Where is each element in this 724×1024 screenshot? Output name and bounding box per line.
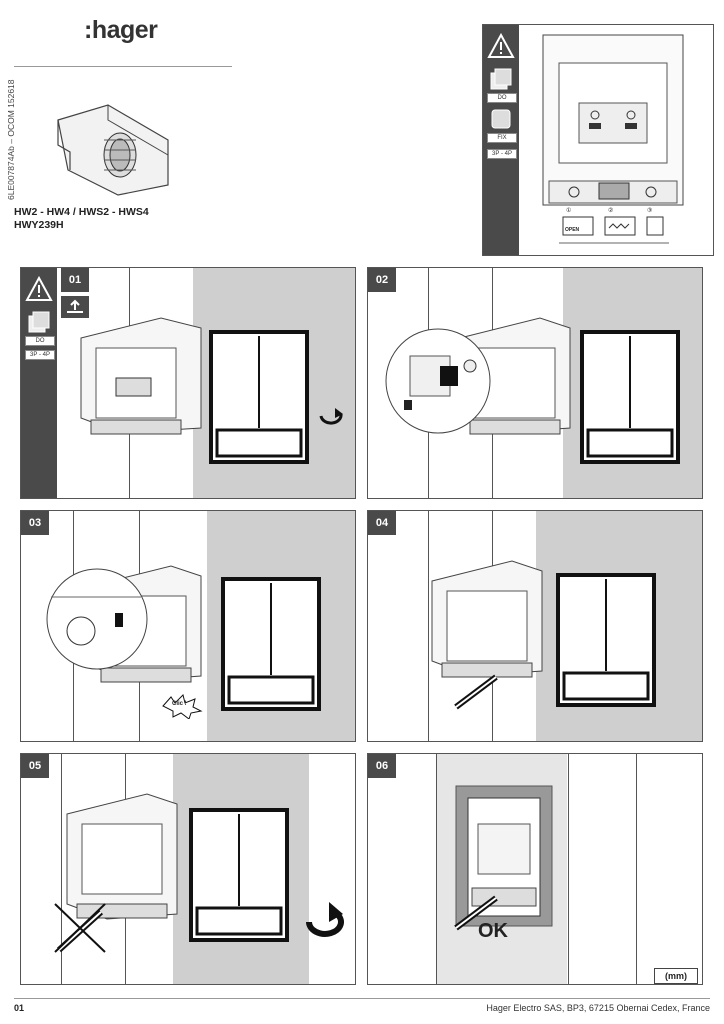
step-number: 06 xyxy=(368,754,396,778)
step-01-panel: DO 3P - 4P 01 xyxy=(20,267,356,499)
rack-icon xyxy=(61,296,89,318)
open-label: OPEN xyxy=(565,227,580,233)
doc-reference: 6LE007874Ab – OCOM 152618 xyxy=(6,79,16,200)
warning-icon xyxy=(487,33,515,58)
rotate-arrow-icon xyxy=(306,902,344,937)
fixed-icon xyxy=(491,109,511,129)
chip-3p-4p: 3P - 4P xyxy=(25,350,55,360)
product-codes: HW2 - HW4 / HWS2 - HWS4 HWY239H xyxy=(14,206,149,232)
zoom-detail xyxy=(385,328,491,434)
breaker-illustration xyxy=(66,793,178,920)
product-code-line-2: HWY239H xyxy=(14,219,64,231)
chip-3p-4p: 3P - 4P xyxy=(487,149,517,159)
step-number: 04 xyxy=(368,511,396,535)
step-01-strip xyxy=(21,268,57,498)
hager-logo: :hager xyxy=(84,16,158,44)
door-frame xyxy=(556,573,656,707)
callout-2: ② xyxy=(608,208,614,214)
click-burst xyxy=(162,694,203,719)
page-number: 01 xyxy=(14,1003,25,1013)
rotate-arrow-icon xyxy=(319,408,343,425)
step-02-panel: 02 xyxy=(367,267,703,499)
product-code-line-1: HW2 - HW4 / HWS2 - HWS4 xyxy=(14,206,149,218)
overview-panel: DO FIX 3P - 4P ① ② ③ OPEN xyxy=(482,24,714,256)
accessory-illustration xyxy=(57,104,169,196)
footer-divider xyxy=(14,998,710,999)
step-number: 03 xyxy=(21,511,49,535)
step-06-panel: 06 OK (mm) xyxy=(367,753,703,985)
drawout-icon xyxy=(490,68,512,90)
chip-do: DO xyxy=(487,93,517,103)
units-label: (mm) xyxy=(654,968,698,984)
click-label: Clic ! xyxy=(172,701,187,707)
chip-fix: FIX xyxy=(487,133,517,143)
company-address: Hager Electro SAS, BP3, 67215 Obernai Ce… xyxy=(486,1003,710,1013)
door-frame xyxy=(221,577,321,711)
installed-door xyxy=(455,785,553,927)
chip-do: DO xyxy=(25,336,55,346)
header-divider xyxy=(14,66,232,67)
ok-label: OK xyxy=(478,920,508,942)
callout-3: ③ xyxy=(647,208,653,214)
step-03-panel: 03 Clic ! xyxy=(20,510,356,742)
door-frame xyxy=(209,330,309,464)
warning-icon xyxy=(25,276,53,301)
drawout-icon xyxy=(28,311,50,333)
step-04-panel: 04 xyxy=(367,510,703,742)
breaker-illustration xyxy=(80,317,202,435)
crank-handle xyxy=(454,674,498,710)
breaker-front-view xyxy=(542,34,684,244)
step-number: 05 xyxy=(21,754,49,778)
door-frame xyxy=(580,330,680,464)
breaker-illustration xyxy=(431,560,543,678)
zoom-detail xyxy=(46,568,148,670)
step-number: 01 xyxy=(61,268,89,292)
crank-handle xyxy=(454,895,498,931)
callout-1: ① xyxy=(566,208,572,214)
door-frame xyxy=(189,808,289,942)
step-number: 02 xyxy=(368,268,396,292)
step-05-panel: 05 xyxy=(20,753,356,985)
no-crank-cross xyxy=(54,903,106,953)
breaker-illustration xyxy=(459,317,571,435)
